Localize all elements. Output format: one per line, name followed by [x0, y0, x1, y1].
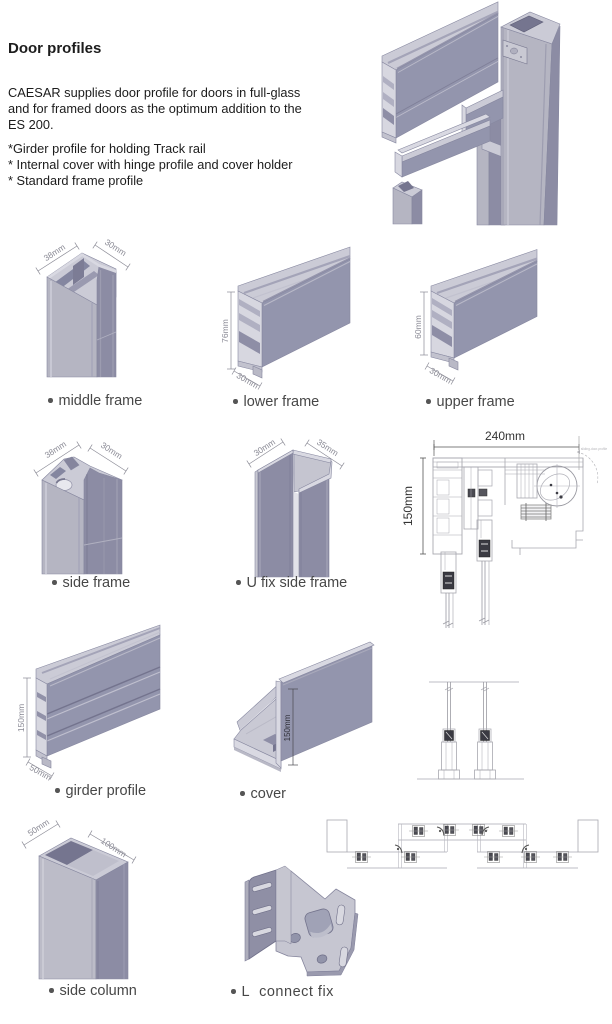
svg-text:30mm: 30mm — [103, 237, 128, 258]
svg-text:50mm: 50mm — [26, 817, 51, 838]
svg-text:38mm: 38mm — [42, 242, 67, 263]
svg-text:30mm: 30mm — [428, 365, 453, 385]
svg-text:38mm: 38mm — [43, 439, 68, 460]
svg-text:150mm: 150mm — [16, 704, 26, 732]
svg-text:150mm: 150mm — [401, 486, 415, 526]
svg-text:sliding-door-profile: sliding-door-profile — [581, 447, 607, 451]
svg-text:76mm: 76mm — [220, 319, 230, 343]
svg-text:30mm: 30mm — [252, 437, 277, 458]
svg-text:60mm: 60mm — [413, 315, 423, 339]
svg-text:150mm: 150mm — [283, 714, 292, 741]
svg-text:35mm: 35mm — [315, 437, 340, 458]
svg-text:30mm: 30mm — [99, 440, 124, 461]
svg-text:240mm: 240mm — [485, 429, 525, 443]
